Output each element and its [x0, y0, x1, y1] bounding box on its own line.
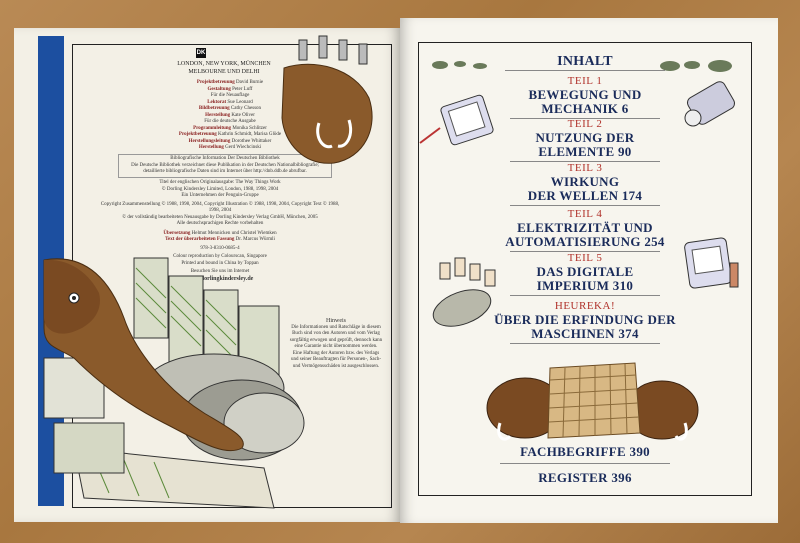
credit-value: Gerd Wiechcinski	[225, 145, 262, 150]
credit-value: Für die Neuauflage	[210, 93, 250, 98]
hinweis-line: und seiner Beauftragten für Personen-, S…	[291, 357, 381, 362]
hinweis-line: Die Informationen und Ratschläge in dies…	[291, 324, 381, 330]
toc-part-label: TEIL 5	[567, 252, 603, 264]
toc-rule	[510, 343, 660, 344]
bibliographic-info: Bibliografische Information Der Deutsche…	[118, 154, 332, 178]
credit-row: Für die deutsche Ausgabe	[160, 119, 300, 126]
monitor-illustration	[684, 237, 739, 289]
toc-rule	[510, 161, 660, 162]
toc-part-title-line2[interactable]: AUTOMATISIERUNG 254	[505, 234, 665, 249]
toc-part-title-line2[interactable]: MECHANIK 6	[541, 101, 629, 116]
credit-row: Gestaltung Peter Luff	[160, 87, 300, 94]
credit-label: Gestaltung	[207, 86, 231, 92]
toc-glossary[interactable]: FACHBEGRIFFE 390	[520, 444, 650, 459]
toc-part-title-line2[interactable]: ELEMENTE 90	[538, 144, 632, 159]
right-page-frame	[418, 42, 752, 496]
credit-label: Herstellung	[205, 112, 231, 118]
toc-part-title-line1[interactable]: DAS DIGITALE	[536, 264, 634, 279]
hinweis-line: sorgfältig erwogen und geprüft, dennoch …	[289, 337, 383, 343]
toc-heading: INHALT	[557, 54, 613, 69]
mammoth-roller-illustration	[43, 35, 373, 509]
hinweis-notice: Hinweis Die Informationen und Ratschläge…	[280, 318, 392, 370]
toc-part-label: TEIL 4	[567, 208, 603, 220]
satellite-dish-illustration	[432, 257, 496, 327]
credit-value: Monika Schlitzer	[232, 125, 267, 131]
toc-part-label: HEUREKA!	[554, 300, 616, 312]
credit-row: Herstellung Kate Oliver	[160, 113, 300, 120]
glossary-rule	[500, 463, 670, 464]
credit-row: Lektorat Sue Leonard	[160, 100, 300, 107]
right-page-illustrations	[419, 60, 739, 441]
hinweis-line: eine Garantie nicht übernommen werden.	[294, 344, 378, 349]
toc-part-title-line2[interactable]: DER WELLEN 174	[527, 188, 643, 203]
credit-label: Bildbetreuung	[198, 106, 230, 111]
hinweis-line: Buch sind von den Autoren und vom Verlag	[292, 331, 380, 336]
dk-logo: DK	[196, 48, 206, 58]
toc-part-title-line1[interactable]: ELEKTRIZITÄT UND	[517, 220, 653, 235]
toc-part-label: TEIL 2	[567, 118, 603, 130]
credit-label: Herstellungsleitung	[188, 138, 231, 144]
toc-index[interactable]: REGISTER 396	[538, 470, 632, 485]
credit-label: Projektbetreuung	[196, 80, 235, 85]
toc-part-title-line1[interactable]: NUTZUNG DER	[535, 130, 635, 145]
credit-row: Bildbetreuung Cathy Chesson	[160, 106, 300, 113]
toc-rule	[510, 251, 660, 252]
credit-value: Sue Leonard	[227, 99, 253, 105]
toc-part-title-line1[interactable]: BEWEGUNG UND	[528, 87, 642, 102]
credit-value: Cathy Chesson	[230, 106, 262, 111]
credit-label: Projektbetreuung	[178, 132, 217, 137]
credit-row: Projektbetreuung David Burnie	[160, 80, 300, 87]
credit-row: Herstellungsleitung Dorothee Whittaker	[160, 139, 300, 146]
toc-part-label: TEIL 3	[567, 162, 603, 174]
website-link[interactable]: www.dorlingkindersley.de	[186, 275, 254, 282]
credit-row: Für die Neuauflage	[160, 93, 300, 100]
credit-label: Herstellung	[198, 145, 224, 150]
credit-value: Kate Oliver	[231, 112, 255, 118]
toc-part-title-line1[interactable]: WIRKUNG	[550, 174, 620, 189]
hinweis-line: Eine Haftung der Autoren bzw. des Verlag…	[292, 350, 380, 356]
credit-value: Dorothee Whittaker	[231, 138, 272, 144]
toc-part-title-line2[interactable]: IMPERIUM 310	[536, 278, 634, 293]
credit-value: Kathrin Schmidt, Marisa Glöde	[218, 132, 282, 137]
credit-value: Für die deutsche Ausgabe	[204, 119, 256, 124]
publisher-cities: LONDON, NEW YORK, MÜNCHEN MELBOURNE UND …	[177, 61, 271, 75]
mammoths-weaving-illustration	[486, 362, 699, 441]
copyright-block: Titel der englischen Originalausgabe: Th…	[100, 180, 340, 282]
toc-part-title-line1[interactable]: ÜBER DIE ERFINDUNG DER	[494, 312, 676, 327]
credit-label: Programmleitung	[193, 125, 232, 131]
projector-illustration	[684, 81, 735, 127]
toc-rule	[510, 295, 660, 296]
tablet-illustration	[440, 94, 494, 146]
credit-row: Projektbetreuung Kathrin Schmidt, Marisa…	[160, 132, 300, 139]
credit-row: Herstellung Gerd Wiechcinski	[160, 145, 300, 152]
credit-label: Lektorat	[207, 99, 227, 105]
toc-rule	[510, 205, 660, 206]
toc-part-title-line2[interactable]: MASCHINEN 374	[531, 326, 639, 341]
credit-value: David Burnie	[236, 80, 264, 85]
credit-value: Peter Luff	[232, 86, 253, 92]
hinweis-line: und Vermögensschäden ist ausgeschlossen.	[292, 363, 380, 369]
credit-row: Programmleitung Monika Schlitzer	[160, 126, 300, 133]
heading-rule	[505, 70, 665, 71]
toc-rule	[510, 118, 660, 119]
toc-part-label: TEIL 1	[567, 75, 603, 87]
